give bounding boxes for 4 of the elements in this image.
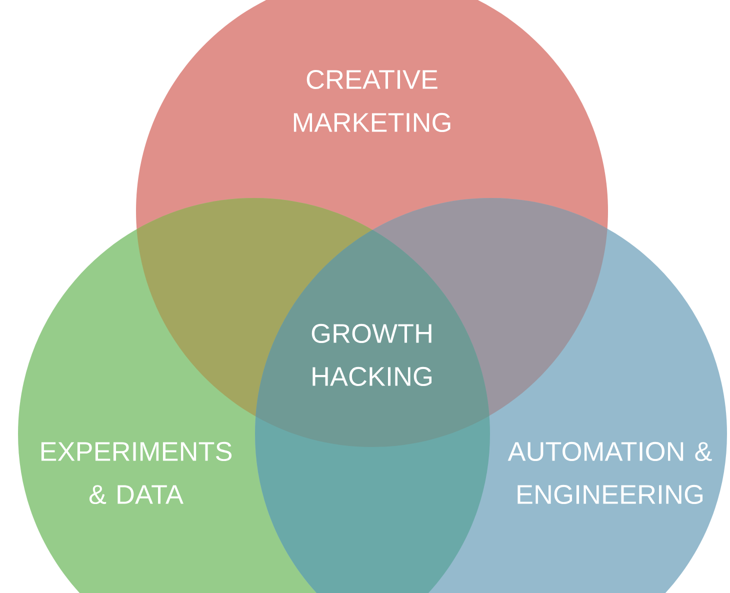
circle-label: EXPERIMENTS & DATA	[41, 442, 232, 504]
circle-label: GROWTH HACKING	[312, 324, 432, 386]
circle-label: AUTOMATION & ENGINEERING	[508, 442, 712, 504]
circle-label: CREATIVE MARKETING	[294, 70, 450, 132]
